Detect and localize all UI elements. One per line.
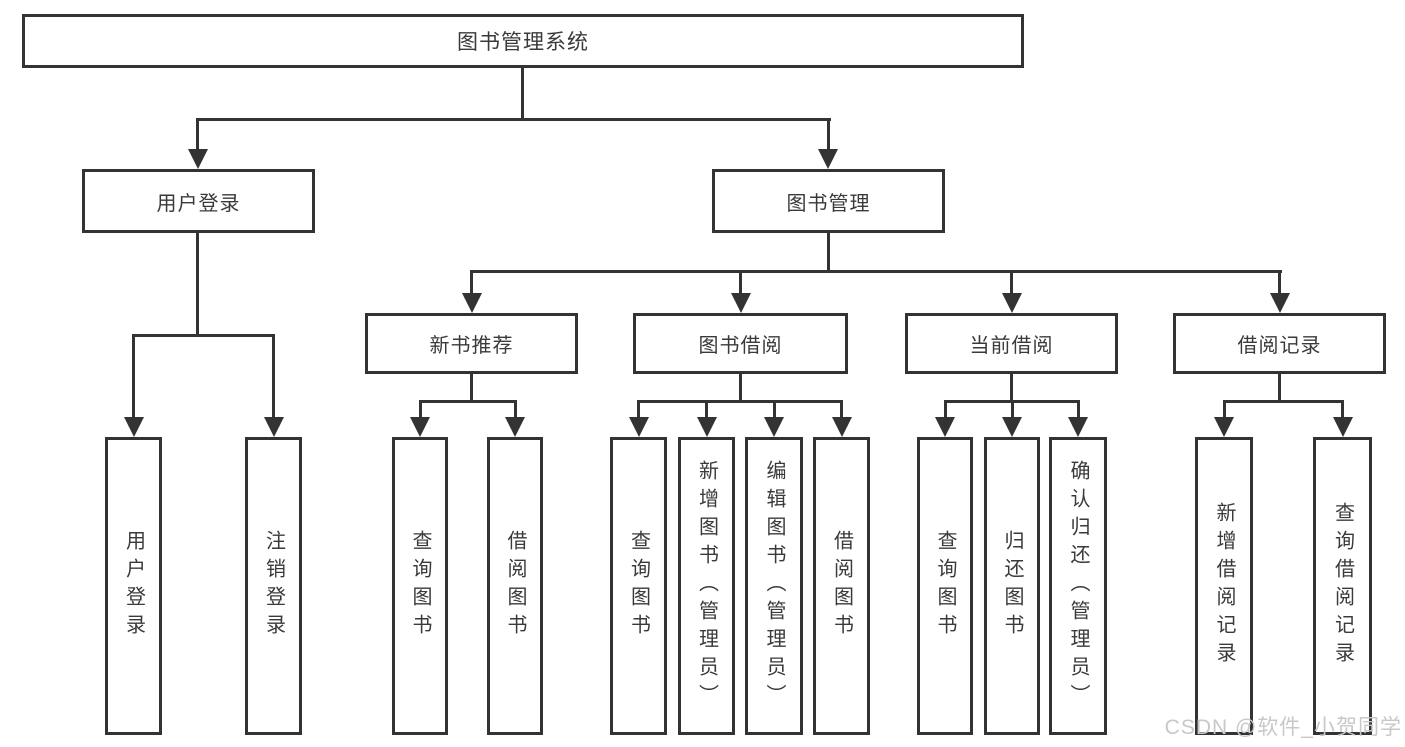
leaf-add-borrow-record: 新增借阅记录 xyxy=(1195,437,1253,735)
leaf-label: 用户登录 xyxy=(122,530,145,642)
leaf-label: 查询图书 xyxy=(934,530,956,642)
connector-stub-leaf xyxy=(419,400,422,417)
connector-stub-leaf xyxy=(1011,400,1014,417)
arrow-down-icon xyxy=(731,293,751,313)
leaf-label: 新增图书（管理员） xyxy=(695,460,718,712)
arrow-down-icon xyxy=(1333,417,1353,437)
leaf-query-book: 查询图书 xyxy=(610,437,667,735)
arrow-down-icon xyxy=(1002,417,1022,437)
connector-stub-current-borrow xyxy=(1010,270,1013,293)
leaf-query-borrow-record: 查询借阅记录 xyxy=(1313,437,1372,735)
arrow-down-icon xyxy=(832,417,852,437)
leaf-label: 确认归还（管理员） xyxy=(1067,460,1089,712)
node-label: 图书借阅 xyxy=(698,335,783,357)
connector-stub-book-borrow xyxy=(739,270,742,293)
leaf-add-book-admin: 新增图书（管理员） xyxy=(678,437,735,735)
node-borrowing-records: 借阅记录 xyxy=(1173,313,1386,374)
connector-stub-leaf xyxy=(272,334,275,417)
csdn-watermark: CSDN @软件_小贺同学 xyxy=(1164,716,1402,739)
node-label: 借阅记录 xyxy=(1237,335,1322,357)
leaf-edit-book-admin: 编辑图书（管理员） xyxy=(745,437,803,735)
arrow-down-icon xyxy=(629,417,649,437)
leaf-user-login: 用户登录 xyxy=(105,437,162,735)
connector-stub-leaf xyxy=(637,400,640,417)
connector-group-trunk xyxy=(1010,374,1013,403)
node-book-borrowing: 图书借阅 xyxy=(633,313,848,374)
connector-stub-leaf xyxy=(514,400,517,417)
arrow-down-icon xyxy=(818,149,838,169)
connector-stub-new-book xyxy=(470,270,473,293)
connector-level3-split xyxy=(470,270,1282,273)
arrow-down-icon xyxy=(935,417,955,437)
node-label: 用户登录 xyxy=(156,192,241,215)
arrow-down-icon xyxy=(697,417,717,437)
arrow-down-icon xyxy=(764,417,784,437)
connector-stub-leaf xyxy=(705,400,708,417)
leaf-borrow-book: 借阅图书 xyxy=(487,437,543,735)
connector-level2-split xyxy=(196,118,831,121)
arrow-down-icon xyxy=(1068,417,1088,437)
arrow-down-icon xyxy=(505,417,525,437)
arrow-down-icon xyxy=(1002,293,1022,313)
connector-group-split xyxy=(1223,400,1344,403)
connector-root-trunk xyxy=(521,68,524,118)
connector-stub-borrow-record xyxy=(1278,270,1281,293)
leaf-query-book: 查询图书 xyxy=(392,437,448,735)
leaf-label: 查询图书 xyxy=(627,530,650,642)
leaf-label: 注销登录 xyxy=(262,530,285,642)
leaf-confirm-return-admin: 确认归还（管理员） xyxy=(1049,437,1107,735)
connector-group-trunk xyxy=(1278,374,1281,403)
node-user-login: 用户登录 xyxy=(82,169,315,233)
node-library-management-system: 图书管理系统 xyxy=(22,14,1024,68)
leaf-label: 新增借阅记录 xyxy=(1213,502,1235,670)
connector-stub-user-login xyxy=(196,118,199,149)
arrow-down-icon xyxy=(1270,293,1290,313)
connector-stub-leaf xyxy=(944,400,947,417)
node-book-management: 图书管理 xyxy=(712,169,945,233)
connector-user-login-trunk xyxy=(196,233,199,337)
connector-book-mgmt-trunk xyxy=(827,233,830,272)
leaf-label: 编辑图书（管理员） xyxy=(763,460,785,712)
connector-group-split xyxy=(637,400,843,403)
leaf-label: 借阅图书 xyxy=(830,530,853,642)
connector-stub-leaf xyxy=(1223,400,1226,417)
connector-stub-leaf xyxy=(840,400,843,417)
connector-group-trunk xyxy=(739,374,742,403)
leaf-query-book: 查询图书 xyxy=(917,437,973,735)
arrow-down-icon xyxy=(1214,417,1234,437)
connector-stub-leaf xyxy=(773,400,776,417)
leaf-return-book: 归还图书 xyxy=(984,437,1040,735)
node-label: 图书管理系统 xyxy=(457,31,589,54)
connector-group-trunk xyxy=(470,374,473,403)
arrow-down-icon xyxy=(462,293,482,313)
leaf-borrow-book: 借阅图书 xyxy=(813,437,870,735)
leaf-logout: 注销登录 xyxy=(245,437,302,735)
leaf-label: 归还图书 xyxy=(1001,530,1023,642)
leaf-label: 查询借阅记录 xyxy=(1331,502,1354,670)
arrow-down-icon xyxy=(264,417,284,437)
node-label: 新书推荐 xyxy=(429,335,514,357)
connector-group-split xyxy=(419,400,516,403)
connector-stub-leaf xyxy=(1341,400,1344,417)
leaf-label: 借阅图书 xyxy=(504,530,526,642)
connector-stub-leaf xyxy=(132,334,135,417)
connector-user-login-split xyxy=(132,334,274,337)
connector-stub-leaf xyxy=(1077,400,1080,417)
connector-stub-book-mgmt xyxy=(827,118,830,149)
node-label: 图书管理 xyxy=(786,192,871,215)
node-label: 当前借阅 xyxy=(969,335,1054,357)
node-new-book-recommendation: 新书推荐 xyxy=(365,313,578,374)
arrow-down-icon xyxy=(188,149,208,169)
leaf-label: 查询图书 xyxy=(409,530,431,642)
arrow-down-icon xyxy=(124,417,144,437)
node-current-borrowing: 当前借阅 xyxy=(905,313,1118,374)
arrow-down-icon xyxy=(410,417,430,437)
